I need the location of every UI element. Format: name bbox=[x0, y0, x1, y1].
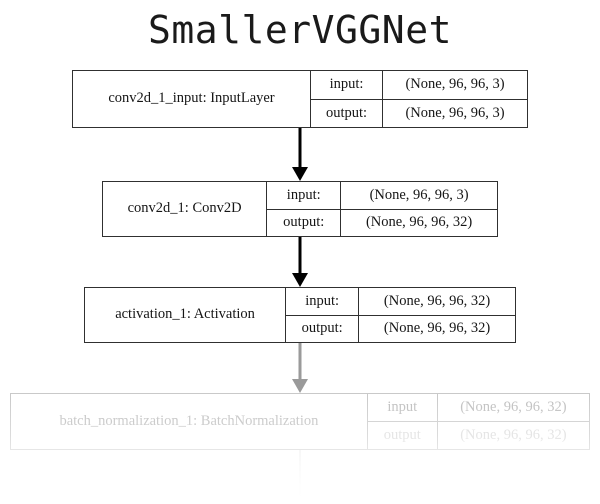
io-row-output: output (None, 96, 96, 32) bbox=[368, 422, 589, 449]
io-label-output: output bbox=[368, 422, 438, 449]
io-block-activation-1: input: (None, 96, 96, 32) output: (None,… bbox=[285, 288, 515, 342]
node-batch-normalization-1[interactable]: batch_normalization_1: BatchNormalizatio… bbox=[10, 393, 590, 450]
io-block-batch-normalization-1: input (None, 96, 96, 32) output (None, 9… bbox=[366, 394, 589, 449]
io-row-input: input: (None, 96, 96, 3) bbox=[310, 71, 527, 100]
edge-batch-normalization-1-to-next bbox=[288, 450, 312, 500]
io-value-output: (None, 96, 96, 32) bbox=[460, 427, 567, 443]
node-label-conv2d-1-input: conv2d_1_input: InputLayer bbox=[108, 90, 275, 107]
node-conv2d-1-input[interactable]: conv2d_1_input: InputLayer input: (None,… bbox=[72, 70, 528, 128]
edge-conv2d-1-to-activation-1 bbox=[285, 237, 315, 287]
io-value-output: (None, 96, 96, 32) bbox=[365, 214, 473, 231]
edge-conv2d-1-input-to-conv2d-1 bbox=[285, 128, 315, 181]
io-value-output: (None, 96, 96, 3) bbox=[405, 104, 505, 121]
io-label-input: input: bbox=[267, 182, 342, 209]
io-value-input: (None, 96, 96, 3) bbox=[405, 76, 505, 93]
io-value-input: (None, 96, 96, 32) bbox=[460, 399, 567, 415]
node-activation-1[interactable]: activation_1: Activation input: (None, 9… bbox=[84, 287, 516, 343]
io-label-output: output: bbox=[286, 315, 360, 342]
io-value-output: (None, 96, 96, 32) bbox=[383, 320, 491, 337]
io-label-output: output: bbox=[311, 99, 383, 127]
edge-shaft bbox=[298, 237, 302, 274]
edge-arrowhead bbox=[292, 379, 308, 393]
edge-activation-1-to-batch-normalization-1 bbox=[285, 343, 315, 393]
io-label-output: output: bbox=[267, 209, 342, 236]
io-row-output: output: (None, 96, 96, 32) bbox=[286, 315, 515, 342]
io-label-input: input: bbox=[311, 71, 383, 99]
io-row-input: input: (None, 96, 96, 32) bbox=[286, 288, 515, 316]
node-label-activation-1: activation_1: Activation bbox=[115, 306, 255, 323]
io-label-input: input: bbox=[286, 288, 360, 315]
io-block-conv2d-1-input: input: (None, 96, 96, 3) output: (None, … bbox=[309, 71, 527, 127]
io-row-input: input (None, 96, 96, 32) bbox=[367, 394, 589, 422]
node-conv2d-1[interactable]: conv2d_1: Conv2D input: (None, 96, 96, 3… bbox=[102, 181, 498, 237]
edge-shaft bbox=[298, 343, 302, 381]
io-row-input: input: (None, 96, 96, 3) bbox=[267, 182, 497, 210]
io-row-output: output: (None, 96, 96, 3) bbox=[311, 99, 527, 127]
edge-arrowhead bbox=[292, 167, 308, 181]
edge-shaft bbox=[298, 128, 302, 168]
io-row-output: output: (None, 96, 96, 32) bbox=[267, 209, 497, 236]
io-value-input: (None, 96, 96, 32) bbox=[383, 292, 491, 309]
io-block-conv2d-1: input: (None, 96, 96, 3) output: (None, … bbox=[266, 182, 497, 236]
edge-arrowhead bbox=[292, 273, 308, 287]
node-label-batch-normalization-1: batch_normalization_1: BatchNormalizatio… bbox=[59, 412, 319, 429]
page-title: SmallerVGGNet bbox=[148, 8, 452, 52]
io-label-input: input bbox=[368, 394, 438, 421]
io-value-input: (None, 96, 96, 3) bbox=[369, 186, 469, 203]
node-label-conv2d-1: conv2d_1: Conv2D bbox=[127, 200, 242, 217]
edge-shaft bbox=[299, 450, 301, 500]
